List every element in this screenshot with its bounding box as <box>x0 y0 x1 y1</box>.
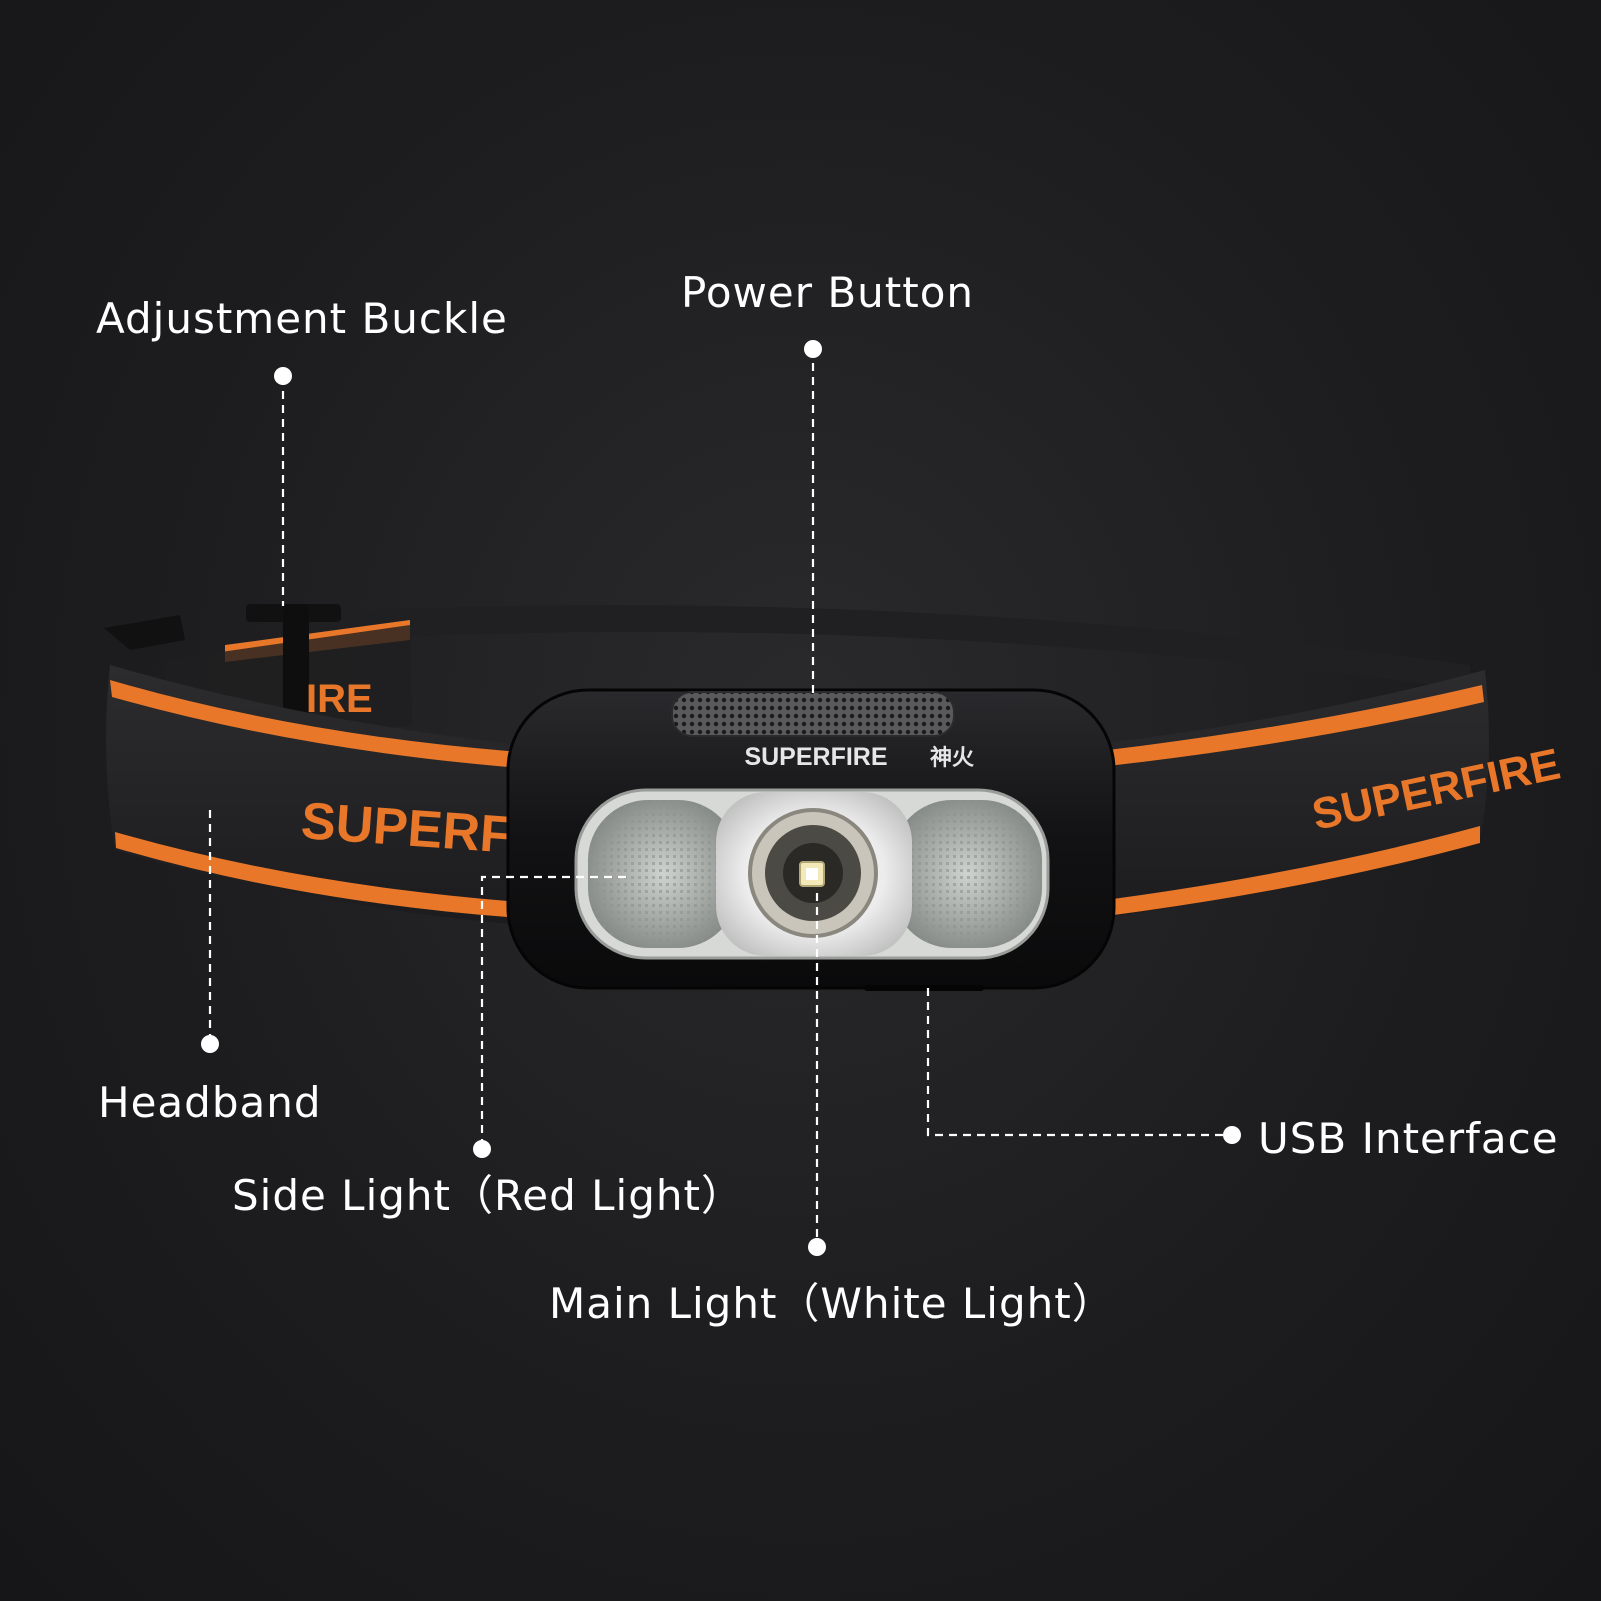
dot-power-button <box>804 340 822 358</box>
headlamp-body: SUPERFIRE 神火 <box>506 688 1116 991</box>
label-main-light: Main Light（White Light） <box>549 1279 1115 1328</box>
label-usb-interface: USB Interface <box>1258 1114 1559 1163</box>
label-power-button: Power Button <box>681 268 975 317</box>
dot-headband <box>201 1035 219 1053</box>
adjustment-buckle-shape <box>104 604 341 724</box>
label-headband: Headband <box>98 1078 322 1127</box>
leader-usb-interface <box>926 988 1228 1137</box>
label-adjustment-buckle: Adjustment Buckle <box>96 294 508 343</box>
strap-brand-back: IRE <box>306 677 373 721</box>
leader-side-light <box>480 875 626 1145</box>
body-brand-cn: 神火 <box>930 745 974 771</box>
dot-usb-interface <box>1223 1126 1241 1144</box>
dot-adjustment-buckle <box>274 367 292 385</box>
headband-right: SUPERFIRE <box>1090 670 1564 920</box>
leader-dots <box>201 340 1241 1256</box>
body-brand: SUPERFIRE <box>744 743 887 771</box>
leader-lines <box>208 349 1228 1242</box>
dot-side-light <box>473 1140 491 1158</box>
power-button-shape <box>671 691 955 737</box>
label-side-light: Side Light（Red Light） <box>232 1171 744 1220</box>
dot-main-light <box>808 1238 826 1256</box>
